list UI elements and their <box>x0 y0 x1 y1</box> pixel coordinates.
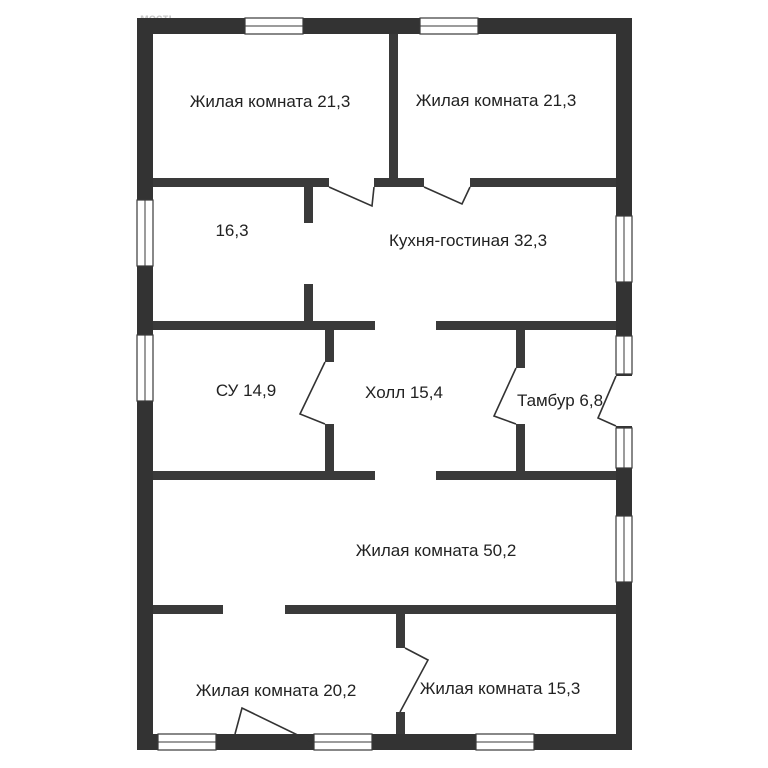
door-living-bottom-right <box>399 647 430 713</box>
wall-top-divider <box>389 34 398 186</box>
window-right-upper <box>615 215 633 283</box>
wall-tambur-upper <box>516 330 525 368</box>
wall-tambur-lower <box>516 424 525 472</box>
room-label-kitchen: Кухня-гостиная 32,3 <box>389 231 547 250</box>
room-label-living-bottom-right: Жилая комната 15,3 <box>420 679 581 698</box>
windows <box>136 17 633 751</box>
window-bottom-2 <box>313 733 373 751</box>
wall-bottom-divider-upper <box>396 614 405 648</box>
window-bottom-1 <box>157 733 217 751</box>
room-label-vestibule: Тамбур 6,8 <box>517 391 603 410</box>
room-label-living-large: Жилая комната 50,2 <box>356 541 517 560</box>
window-top-right <box>419 17 479 35</box>
wall-h4-a <box>153 605 223 614</box>
wall-h2-b <box>436 321 616 330</box>
window-right-tambur-top <box>615 335 633 375</box>
wall-h3-b <box>436 471 616 480</box>
wall-su-upper <box>325 330 334 362</box>
room-label-bathroom: СУ 14,9 <box>216 381 276 400</box>
outer-wall-top <box>137 18 632 34</box>
window-right-lower <box>615 515 633 583</box>
room-label-hall: Холл 15,4 <box>365 383 443 402</box>
door-tambur <box>492 367 517 425</box>
room-label-living-top-left: Жилая комната 21,3 <box>190 92 351 111</box>
door-living-top-left <box>328 186 375 208</box>
window-bottom-3 <box>475 733 535 751</box>
room-labels: Жилая комната 21,3 Жилая комната 21,3 16… <box>190 91 603 700</box>
room-label-living-top-right: Жилая комната 21,3 <box>416 91 577 110</box>
door-entry <box>596 375 617 427</box>
wall-bottom-divider-lower <box>396 712 405 734</box>
wall-h1-a <box>153 178 329 187</box>
wall-h2-a <box>153 321 375 330</box>
wall-h1-c <box>470 178 616 187</box>
wall-stub-upper <box>304 187 313 223</box>
wall-su-lower <box>325 424 334 472</box>
window-left-middle <box>136 334 154 402</box>
room-label-living-bottom-left: Жилая комната 20,2 <box>196 681 357 700</box>
wall-stub-lower <box>304 284 313 322</box>
wall-h3-a <box>153 471 375 480</box>
room-label-16: 16,3 <box>215 221 248 240</box>
door-living-top-right <box>423 186 471 206</box>
interior-walls <box>153 34 616 734</box>
doors <box>234 186 617 743</box>
door-su <box>298 361 326 425</box>
window-top-left <box>244 17 304 35</box>
window-right-tambur-bottom <box>615 427 633 469</box>
wall-h1-b <box>374 178 424 187</box>
door-living-bottom-left <box>234 706 313 743</box>
entry-opening <box>616 376 632 426</box>
wall-h4-b <box>285 605 616 614</box>
window-left-upper <box>136 199 154 267</box>
